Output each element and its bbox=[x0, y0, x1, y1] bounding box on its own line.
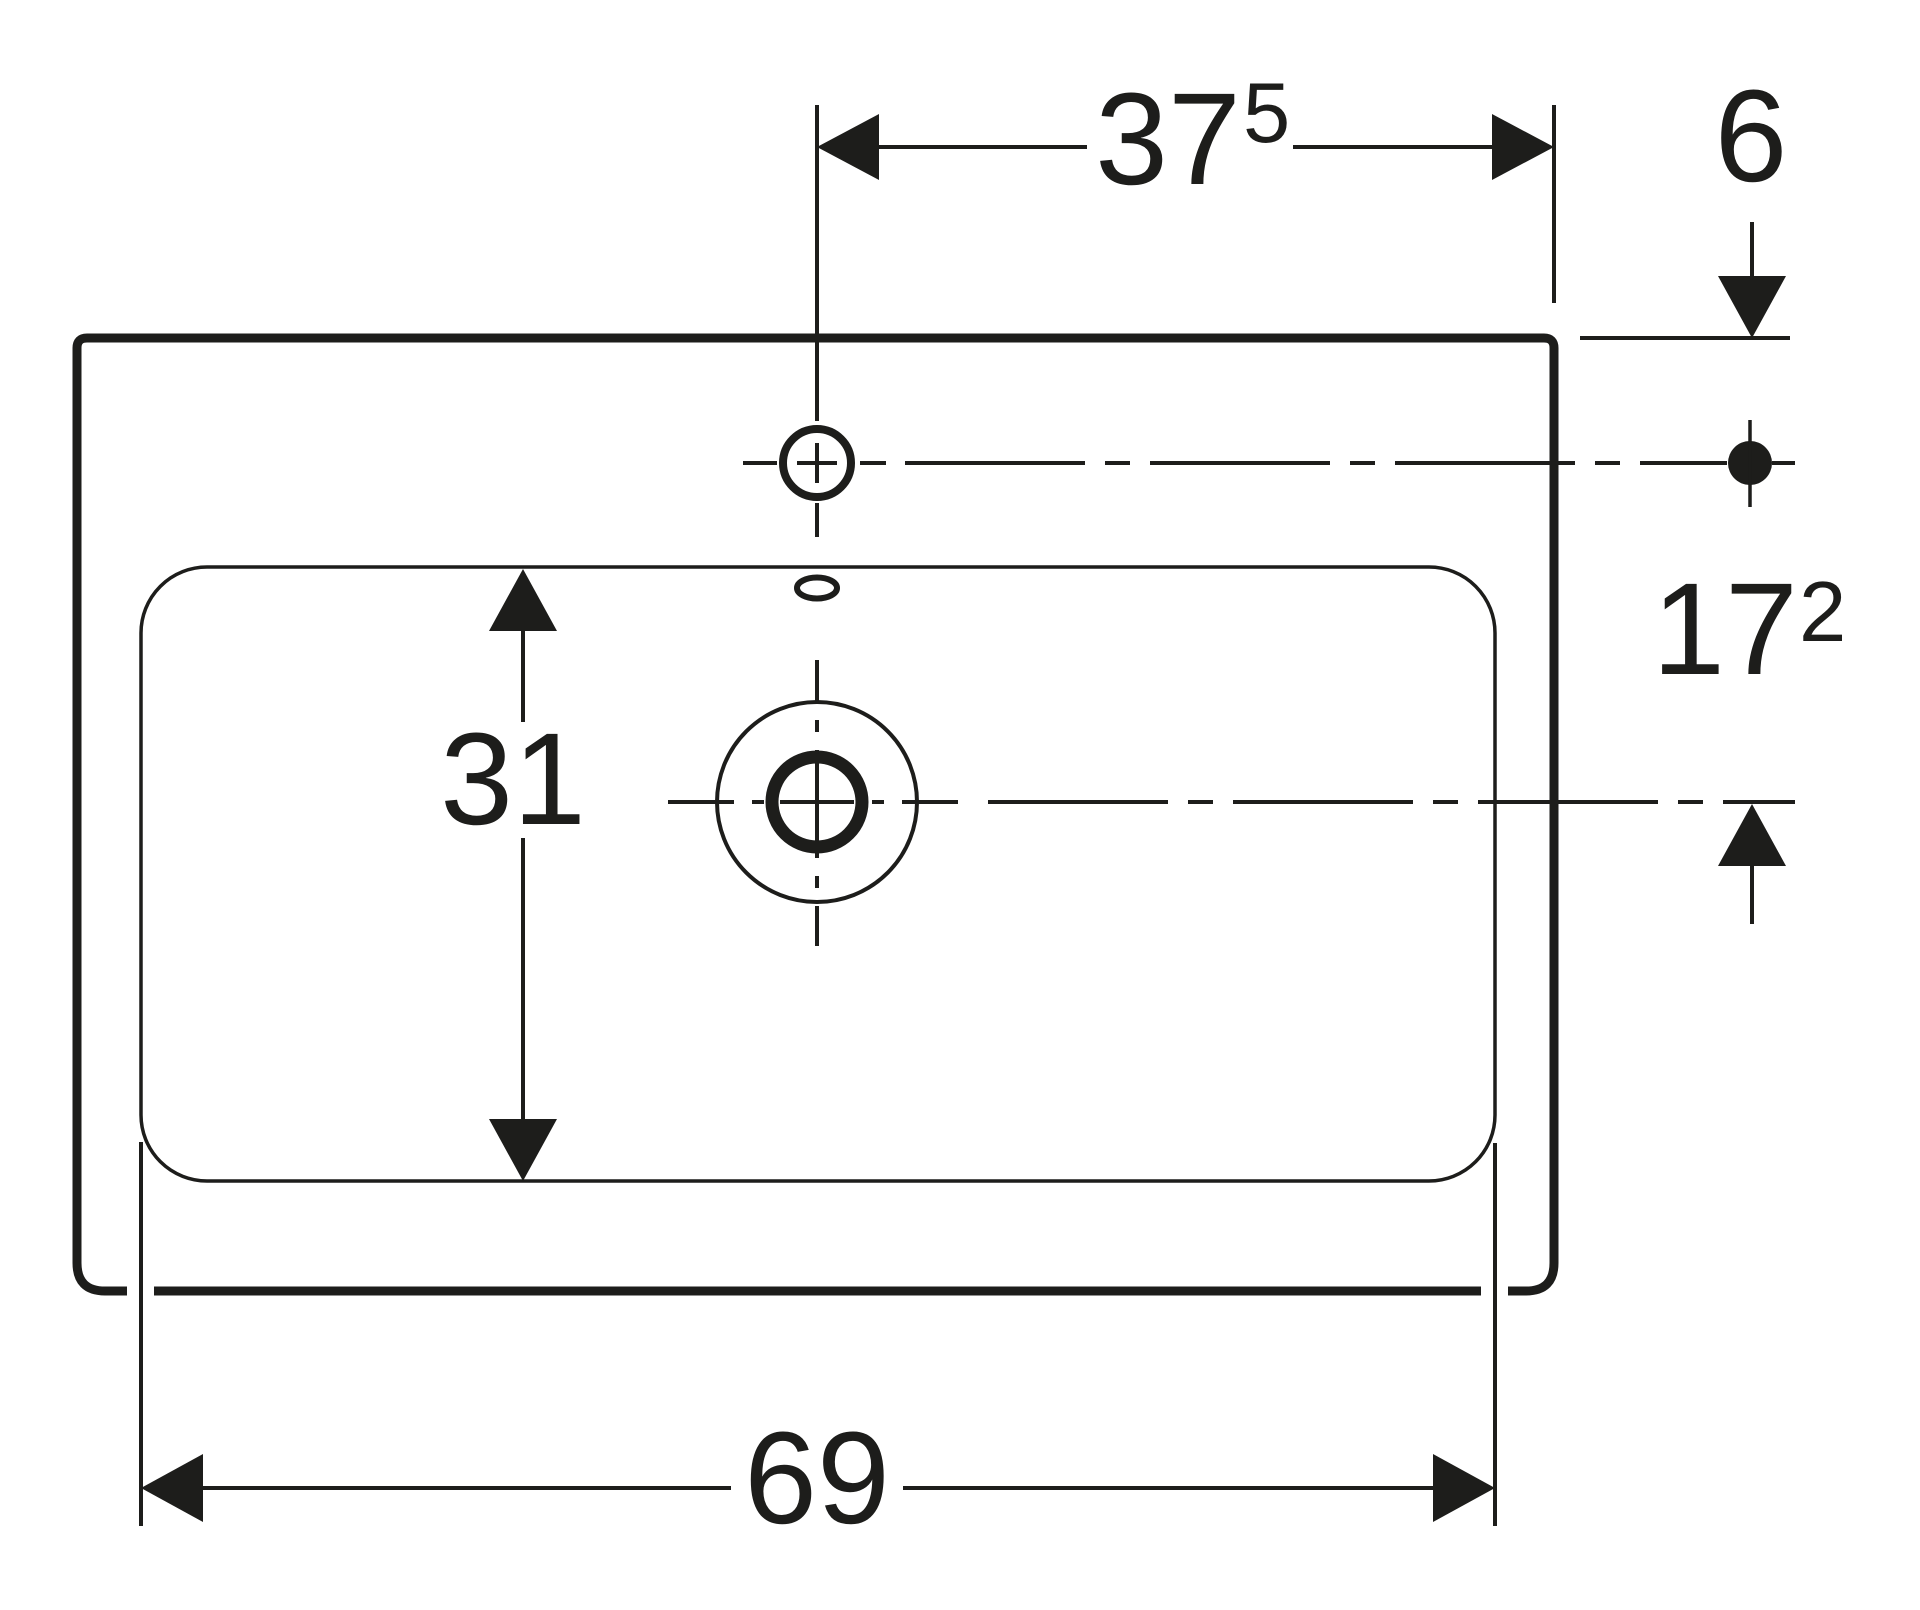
sink-outer-outline bbox=[72, 333, 1559, 1296]
dimension-top-edge-to-faucet: 6 bbox=[1580, 62, 1790, 340]
dim-faucet-to-drain-superscript: 2 bbox=[1799, 565, 1846, 660]
arrowhead-right-icon bbox=[1433, 1454, 1495, 1522]
arrowhead-down-icon bbox=[489, 1119, 557, 1181]
dim-faucet-to-drain-value: 17 bbox=[1652, 555, 1798, 702]
basin-outline bbox=[139, 565, 1497, 1183]
faucet-hole bbox=[743, 105, 1795, 537]
dimension-basin-depth: 31 bbox=[440, 569, 586, 1181]
arrowhead-right-icon bbox=[1492, 114, 1554, 180]
dim-basin-width-value: 69 bbox=[744, 1404, 890, 1551]
dim-top-edge-to-faucet-value: 6 bbox=[1715, 62, 1788, 209]
arrowhead-down-icon bbox=[1718, 276, 1786, 338]
dim-faucet-to-right-edge-superscript: 5 bbox=[1243, 66, 1290, 161]
faucet-hole-circle bbox=[779, 425, 855, 501]
arrowhead-up-icon bbox=[489, 569, 557, 631]
dim-basin-depth-value: 31 bbox=[440, 705, 586, 852]
overflow-hole bbox=[794, 574, 840, 602]
arrowhead-up-icon bbox=[1718, 804, 1786, 866]
dimension-basin-width: 69 bbox=[139, 1142, 1497, 1551]
arrowhead-left-icon bbox=[817, 114, 879, 180]
dimension-faucet-to-drain: 17 2 bbox=[1652, 420, 1846, 924]
dimension-faucet-to-right-edge: 37 5 bbox=[817, 65, 1556, 303]
drain-hole bbox=[668, 660, 1795, 946]
dim-faucet-to-right-edge-value: 37 bbox=[1095, 65, 1241, 212]
arrowhead-left-icon bbox=[141, 1454, 203, 1522]
